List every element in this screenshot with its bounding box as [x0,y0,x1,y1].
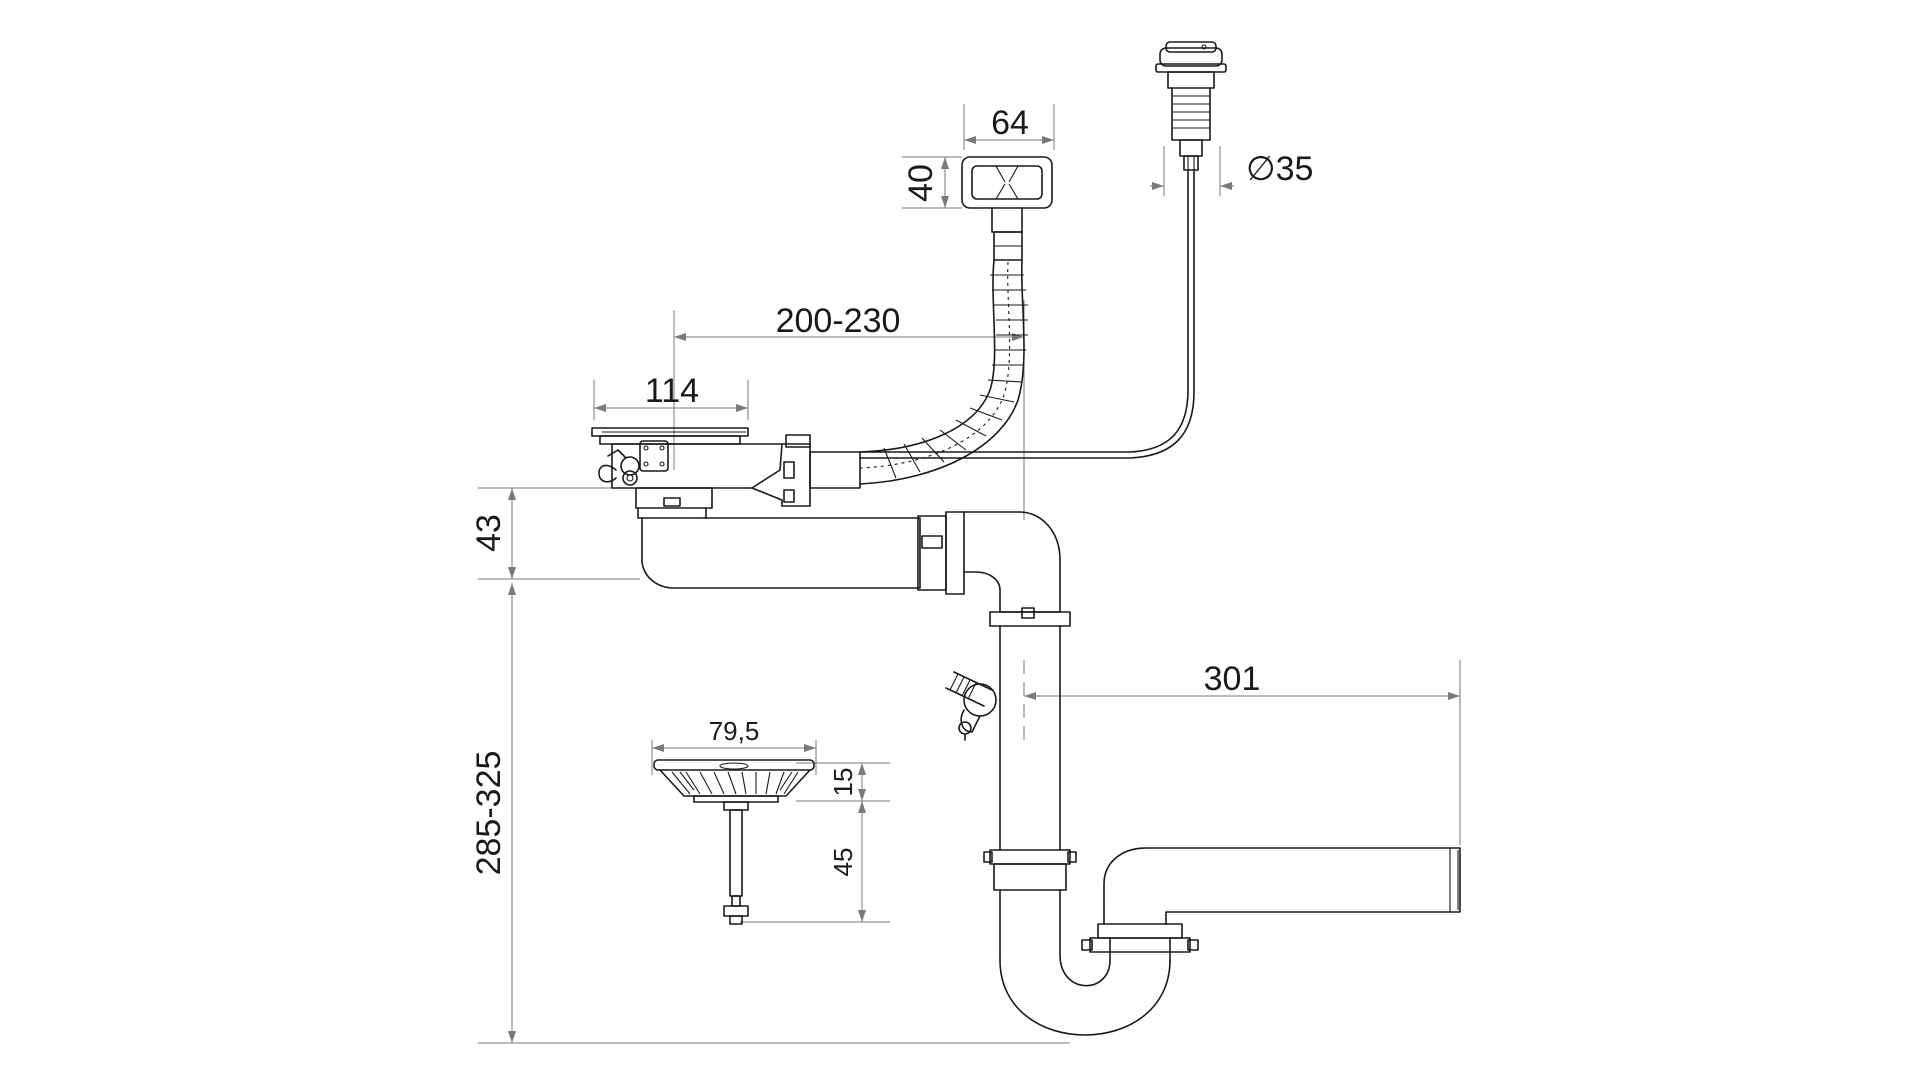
dim-drop-height: 43 [470,514,508,552]
dimension-lines [478,104,1461,1044]
dim-basket-diameter: 79,5 [709,716,760,746]
basket-strainer [653,759,815,925]
strainer-body [591,427,861,507]
dim-strainer-width: 114 [645,372,699,410]
dim-stem-length: 45 [828,848,858,877]
dim-button-diameter: ∅35 [1246,150,1313,188]
dim-trap-height: 285-325 [470,751,508,876]
dim-outlet-width: 64 [991,104,1029,142]
dimension-labels: 64 40 ∅35 200-230 114 43 285-325 301 79,… [470,104,1313,876]
overflow-hose [859,259,1028,485]
dim-overflow-reach: 200-230 [776,302,901,340]
dim-outlet-reach: 301 [1204,660,1261,698]
vertical-tube [945,511,1071,851]
dim-basket-height: 15 [828,768,858,797]
popup-button [1155,41,1227,171]
trap-assembly [983,847,1461,1036]
overflow-outlet [961,156,1053,261]
dim-outlet-height: 40 [902,164,940,202]
popup-cable [859,169,1195,459]
horizontal-pipe [635,487,965,595]
